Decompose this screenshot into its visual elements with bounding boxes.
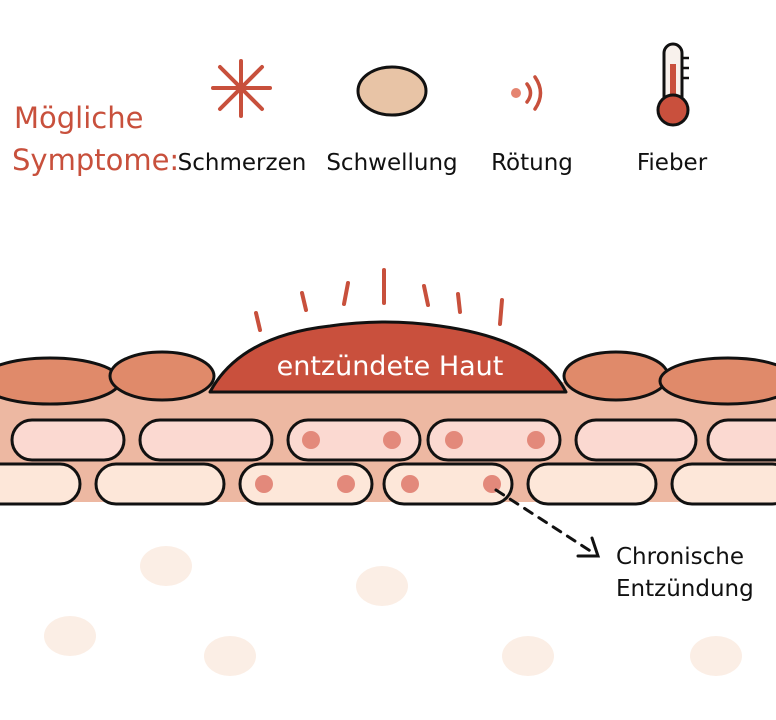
pain-star-icon — [211, 59, 272, 118]
symptoms-heading-line2: Symptome: — [12, 143, 179, 177]
callout-line2: Entzündung — [616, 576, 754, 602]
swelling-oval-icon — [356, 65, 428, 117]
skin-cross-section: entzündete Haut — [0, 268, 776, 506]
redness-waves-icon — [511, 75, 543, 111]
cell-row-lower — [0, 462, 776, 506]
heat-lines — [254, 268, 504, 332]
thermometer-icon — [656, 42, 690, 127]
symptom-label-pain: Schmerzen — [178, 150, 307, 176]
symptom-label-fever: Fieber — [637, 150, 708, 176]
symptom-label-redness: Rötung — [491, 150, 573, 176]
callout-line1: Chronische — [616, 544, 744, 570]
symptoms-heading-line1: Mögliche — [14, 101, 143, 135]
cell-row-upper — [10, 418, 776, 462]
background-blobs — [44, 546, 742, 676]
callout-arrow — [494, 488, 601, 558]
inflammation-spots — [255, 431, 545, 493]
symptom-label-swelling: Schwellung — [326, 150, 457, 176]
inflamed-skin-label: entzündete Haut — [277, 351, 504, 382]
epidermis-cells — [0, 350, 776, 406]
inflamed-skin-dome — [208, 320, 568, 394]
